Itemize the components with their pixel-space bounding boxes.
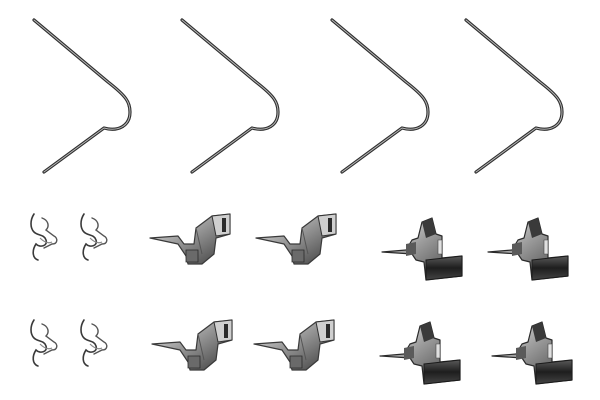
spring-wire-4 [464,18,564,174]
spring-wire-2 [180,18,280,174]
spring-wire-1 [32,18,132,174]
small-wire-clip-2 [80,213,108,261]
sheet-clip-1 [149,213,231,265]
small-wire-clip-1 [30,213,58,261]
dark-clip-3 [379,321,461,385]
small-wire-clip-4 [80,319,108,367]
sheet-clip-3 [151,319,233,371]
small-wire-clip-3 [30,319,58,367]
dark-clip-4 [491,321,573,385]
spring-wire-3 [330,18,430,174]
dark-clip-2 [487,217,569,281]
dark-clip-1 [381,217,463,281]
sheet-clip-2 [255,213,337,265]
sheet-clip-4 [253,319,335,371]
